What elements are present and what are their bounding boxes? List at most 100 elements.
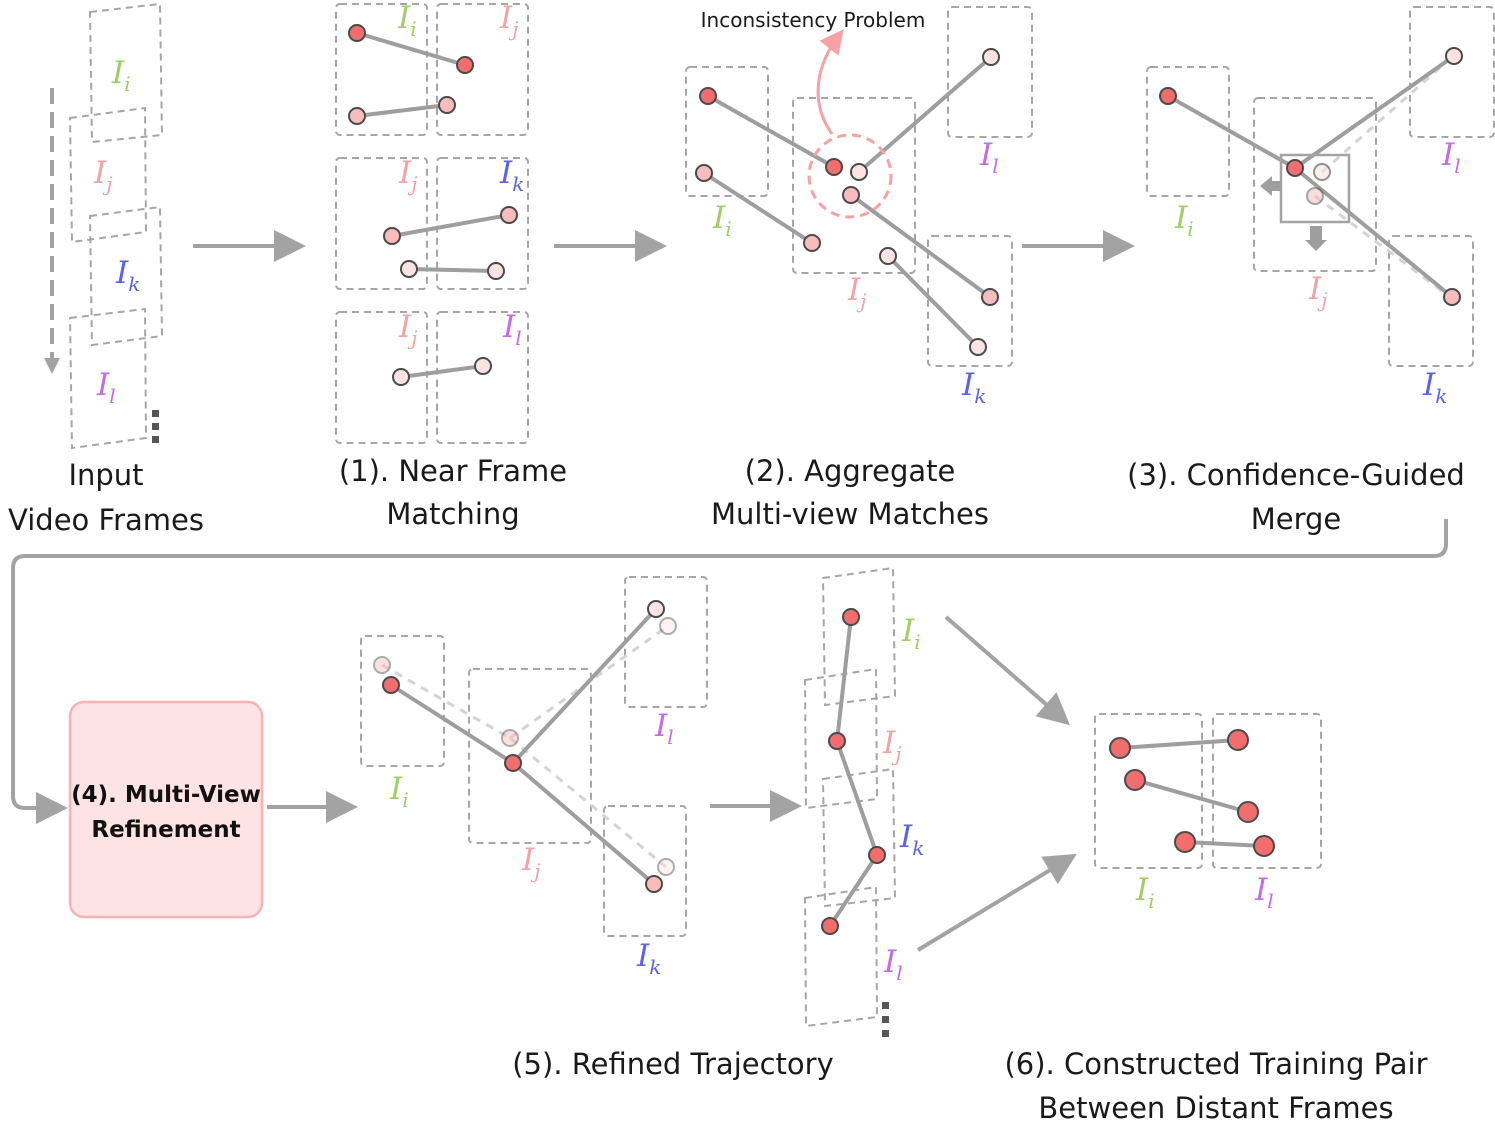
match-point	[842, 186, 860, 204]
match-point	[474, 357, 492, 375]
match-point	[487, 262, 505, 280]
frame-label-j: Ij	[398, 309, 417, 350]
match-line	[407, 267, 498, 273]
frame-label-l: Il	[883, 944, 903, 985]
frame-box-j	[792, 97, 916, 274]
frame-label-j: Ij	[521, 842, 540, 883]
frame-box-j	[1253, 97, 1377, 272]
step2-aggregate: Ii Ij Il Ik Inconsistency Problem (2). A…	[685, 6, 1033, 531]
frame-label-j: Ij	[1308, 271, 1327, 312]
match-point	[1174, 831, 1196, 853]
match-line	[886, 254, 980, 349]
step3-confidence-merge: Ii Ij Il Ik (3). Confidence-Guided Merge	[1127, 6, 1495, 536]
frame-label-l: Il	[502, 309, 522, 350]
match-point	[1109, 737, 1131, 759]
match-point	[382, 676, 400, 694]
frame-label-l: Il	[979, 137, 999, 178]
match-point	[438, 96, 456, 114]
frame-box-k	[603, 805, 687, 937]
match-point	[392, 368, 410, 386]
match-points	[1109, 729, 1275, 857]
time-arrow-head	[44, 358, 60, 374]
match-points	[373, 600, 677, 893]
match-point	[699, 87, 717, 105]
input-frames-panel: Ii Ij Ik Il Input Video Frames	[8, 2, 204, 537]
step1-near-frame-matching: Ii Ij Ij Ik Ij Il (1). Near Frame Matchi…	[335, 0, 567, 531]
step3-caption-line1: (3). Confidence-Guided	[1127, 458, 1465, 492]
frame-label-i: Ii	[901, 613, 921, 654]
match-points	[695, 48, 1000, 356]
match-point	[1237, 801, 1259, 823]
step6-caption-line2: Between Distant Frames	[1038, 1091, 1393, 1125]
step5-caption: (5). Refined Trajectory	[512, 1047, 834, 1081]
discarded-match-line	[1314, 194, 1451, 299]
frame-label-k: Ik	[636, 938, 661, 979]
match-line	[1183, 840, 1266, 848]
match-line	[1166, 94, 1297, 170]
match-point	[383, 227, 401, 245]
match-point	[1159, 87, 1177, 105]
step5-refined-trajectory: Ii Ij Ik Il (5). Refined Trajectory	[512, 566, 924, 1081]
match-point	[1306, 187, 1324, 205]
inconsistency-annotation: Inconsistency Problem	[701, 8, 926, 32]
frame-box-l	[947, 6, 1033, 138]
frame-label-j: Ij	[882, 725, 901, 766]
frame-box-j	[68, 106, 148, 244]
match-point	[659, 617, 677, 635]
pre-refinement-line	[509, 736, 667, 869]
frame-box-l	[803, 885, 879, 1028]
match-point	[828, 732, 846, 750]
frame-label-l: Il	[1254, 872, 1274, 913]
step2-caption-line1: (2). Aggregate	[745, 454, 956, 488]
vertical-ellipsis-icon	[152, 410, 159, 443]
frame-box-j	[803, 667, 879, 810]
match-point	[1253, 835, 1275, 857]
frame-label-i: Ii	[712, 200, 732, 241]
match-point	[1445, 47, 1463, 65]
match-line	[389, 683, 515, 765]
frame-label-i: Ii	[397, 0, 417, 41]
match-point	[868, 846, 886, 864]
frame-label-j: Ij	[398, 155, 417, 196]
frame-box-i	[335, 3, 428, 136]
frame-label-k: Ik	[899, 819, 924, 860]
frame-label-j: Ij	[847, 272, 866, 313]
arrow-right-icon	[916, 853, 1077, 952]
match-line	[857, 55, 993, 174]
frame-box-k	[821, 767, 897, 908]
match-points	[348, 24, 518, 386]
match-point	[879, 247, 897, 265]
frame-label-l: Il	[654, 708, 674, 749]
step4-refinement-block: (4). Multi-View Refinement	[68, 700, 264, 919]
input-caption-line1: Input	[68, 458, 143, 492]
frame-box-l	[624, 576, 708, 708]
down-left-arrows-icon	[1260, 176, 1327, 251]
match-line	[1133, 778, 1250, 814]
frame-label-i: Ii	[389, 771, 409, 812]
match-point	[1124, 769, 1146, 791]
frame-label-k: Ik	[1422, 367, 1447, 408]
match-line	[390, 213, 511, 238]
step4-caption-line2: Refinement	[91, 817, 240, 843]
frame-label-i: Ii	[111, 55, 131, 96]
frame-box-i	[1146, 66, 1230, 197]
frame-box-l	[436, 311, 529, 444]
frame-box-j	[436, 3, 529, 136]
match-line	[511, 607, 658, 765]
match-point	[645, 875, 663, 893]
match-line	[702, 171, 814, 245]
frame-label-k: Ik	[115, 255, 140, 296]
match-point	[981, 288, 999, 306]
pre-refinement-line	[381, 663, 511, 740]
frame-box-i	[360, 635, 445, 767]
match-line	[849, 193, 992, 299]
match-point	[982, 48, 1000, 66]
trajectory-line	[828, 615, 880, 928]
match-point	[348, 24, 366, 42]
input-caption-line2: Video Frames	[8, 503, 204, 537]
match-point	[647, 600, 665, 618]
match-point	[1313, 163, 1331, 181]
frame-label-k: Ik	[499, 155, 524, 196]
vertical-ellipsis-icon	[882, 1002, 889, 1037]
match-point	[1443, 288, 1461, 306]
